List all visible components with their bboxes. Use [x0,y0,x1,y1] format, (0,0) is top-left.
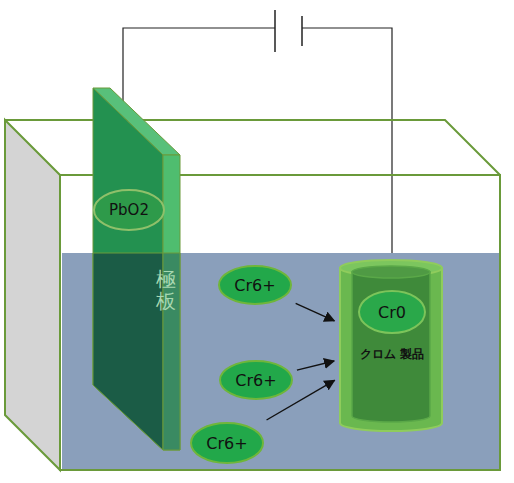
metal-oval: Cr0 [358,290,426,334]
node-label: Cr0 [378,303,406,322]
plating-solution [62,253,499,469]
oval-outline [220,361,292,399]
node-label: Cr6+ [234,276,275,295]
ion-oval: Cr6+ [218,265,292,305]
oval-outline [94,190,164,230]
ion-oval: Cr6+ [190,422,264,464]
wire [123,28,275,110]
battery-plate [274,10,276,52]
oval-outline [191,423,263,463]
wire [302,28,392,266]
plate-face [93,253,163,450]
plate-label: 極板 [156,268,176,312]
tank-side-wall [5,120,60,470]
tank-front [60,175,500,470]
cylinder-body [340,260,442,431]
battery-plate [301,16,303,46]
tank-rim [5,120,500,175]
node-label: クロム 製品 [338,346,446,363]
node-label: PbO2 [109,201,149,219]
material-oval: PbO2 [93,189,165,231]
node-label: Cr6+ [206,434,247,453]
plate-face [93,88,163,450]
ion-arrow [296,303,335,321]
node-label: Cr6+ [235,371,276,390]
oval-outline [219,266,291,304]
electrode-plate: 極板 PbO2 [93,88,181,450]
chrome-product: クロム 製品 Cr0 [338,258,446,436]
ion-arrow [297,361,334,370]
ion-oval: Cr6+ [219,360,293,400]
oval-outline [359,291,425,333]
